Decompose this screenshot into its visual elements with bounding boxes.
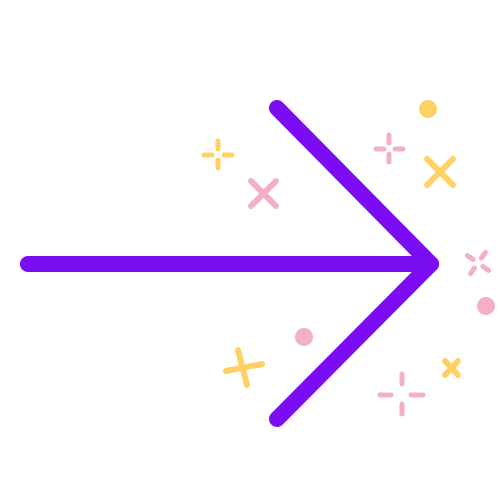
cross-icon: [442, 358, 461, 378]
cross-icon: [424, 156, 456, 188]
sparkle-icon: [373, 132, 406, 165]
sparkle-icon: [377, 371, 426, 417]
dot-icon: [477, 297, 495, 315]
dot-icon: [295, 328, 313, 346]
arrow-head-upper: [269, 100, 439, 272]
cross-icon: [223, 347, 265, 388]
sparkle-icon: [201, 138, 235, 171]
arrow-right-icon: [20, 100, 439, 427]
arrow-head-lower: [269, 256, 439, 427]
cross-icon: [248, 178, 279, 209]
sparkle-icon: [464, 249, 492, 277]
dot-icon: [419, 100, 437, 118]
